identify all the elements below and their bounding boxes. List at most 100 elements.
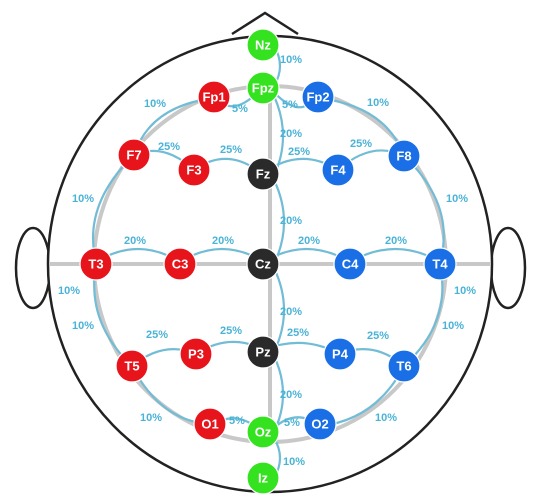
pct-fpz-fz: 20% — [280, 128, 302, 140]
electrode-fz: Fz — [246, 157, 280, 191]
electrode-nz: Nz — [246, 28, 280, 62]
pct-f3-fz: 25% — [220, 144, 242, 156]
electrode-circle — [387, 139, 421, 173]
electrode-label: O2 — [311, 417, 328, 432]
electrode-circle — [79, 247, 113, 281]
electrode-circle — [303, 407, 337, 441]
pct-c3-cz: 20% — [212, 235, 234, 247]
pct-t6-o2: 10% — [375, 412, 397, 424]
electrode-label: Cz — [255, 257, 271, 272]
electrode-label: T6 — [396, 359, 411, 374]
pct-fz-f4: 25% — [288, 146, 310, 158]
electrode-circle — [246, 157, 280, 191]
electrode-label: Fp2 — [306, 90, 329, 105]
electrode-circle — [333, 247, 367, 281]
electrode-f8: F8 — [387, 139, 421, 173]
pct-fp1-fpz: 5% — [232, 103, 248, 115]
pct-t3-t5: 10% — [72, 320, 94, 332]
pct-pz-oz: 20% — [280, 389, 302, 401]
electrode-t6: T6 — [387, 349, 421, 383]
pct-o1-oz: 5% — [229, 415, 245, 427]
electrode-circle — [246, 28, 280, 62]
electrode-f7: F7 — [117, 138, 151, 172]
electrode-circle — [246, 247, 280, 281]
electrode-label: F8 — [396, 149, 411, 164]
pct-cz-c4: 20% — [298, 235, 320, 247]
percent-labels: 10% 5% 5% 10% 10% 20% 25% 25% 25% 25% 10… — [58, 54, 476, 468]
electrode-circle — [193, 407, 227, 441]
electrode-label: F7 — [126, 148, 141, 163]
pct-p4-t6: 25% — [367, 330, 389, 342]
electrode-circle — [246, 461, 280, 495]
electrode-circle — [423, 247, 457, 281]
pct-f7-t3: 10% — [72, 193, 94, 205]
electrode-label: Fz — [256, 167, 271, 182]
pct-t4-t6: 10% — [442, 320, 464, 332]
electrode-o1: O1 — [193, 407, 227, 441]
electrode-p4: P4 — [323, 337, 357, 371]
electrode-label: T5 — [124, 359, 139, 374]
electrode-fp2: Fp2 — [301, 80, 335, 114]
electrode-circle — [387, 349, 421, 383]
electrode-label: C3 — [172, 257, 189, 272]
electrode-cz: Cz — [246, 247, 280, 281]
electrode-pz: Pz — [246, 335, 280, 369]
electrode-circle — [246, 415, 280, 449]
electrode-circle — [246, 335, 280, 369]
electrode-o2: O2 — [303, 407, 337, 441]
pct-t5-o1: 10% — [140, 412, 162, 424]
pct-fz-cz: 20% — [280, 215, 302, 227]
electrode-circle — [301, 80, 335, 114]
electrode-label: T4 — [432, 257, 448, 272]
electrode-c3: C3 — [163, 247, 197, 281]
nose — [231, 11, 299, 36]
electrode-label: Fp1 — [202, 90, 225, 105]
pct-fp1-f7: 10% — [144, 98, 166, 110]
pct-fp2-f8: 10% — [367, 97, 389, 109]
electrode-label: Iz — [258, 471, 269, 486]
electrode-circle — [323, 337, 357, 371]
pct-fpz-fp2: 5% — [282, 99, 298, 111]
electrode-label: P3 — [188, 347, 204, 362]
electrode-label: F3 — [186, 163, 201, 178]
electrode-fpz: Fpz — [246, 71, 280, 105]
electrode-t5: T5 — [115, 349, 149, 383]
pct-t3-c3: 20% — [124, 235, 146, 247]
electrode-p3: P3 — [179, 337, 213, 371]
pct-c4-t4: 20% — [385, 235, 407, 247]
electrode-label: Oz — [255, 425, 272, 440]
electrode-circle — [321, 153, 355, 187]
electrode-f4: F4 — [321, 153, 355, 187]
pct-t5-p3: 25% — [146, 329, 168, 341]
electrode-fp1: Fp1 — [197, 80, 231, 114]
pct-f7-f3: 25% — [158, 141, 180, 153]
electrode-t4: T4 — [423, 247, 457, 281]
electrode-label: C4 — [342, 257, 359, 272]
pct-left-preauricular: 10% — [58, 285, 80, 297]
arc-cz-pz — [273, 267, 286, 353]
electrode-label: Pz — [255, 345, 271, 360]
electrode-label: F4 — [330, 163, 346, 178]
electrode-circle — [115, 349, 149, 383]
pct-cz-pz: 20% — [280, 306, 302, 318]
pct-f4-f8: 25% — [350, 138, 372, 150]
electrode-circle — [163, 247, 197, 281]
electrode-label: P4 — [332, 347, 349, 362]
electrode-f3: F3 — [177, 153, 211, 187]
left-ear — [14, 226, 52, 310]
electrode-circle — [246, 71, 280, 105]
pct-oz-o2: 5% — [284, 417, 300, 429]
electrode-circle — [117, 138, 151, 172]
electrode-circle — [177, 153, 211, 187]
electrode-circle — [179, 337, 213, 371]
electrode-label: O1 — [201, 417, 218, 432]
electrode-label: Fpz — [252, 81, 275, 96]
electrode-c4: C4 — [333, 247, 367, 281]
pct-pz-p4: 25% — [287, 327, 309, 339]
electrode-t3: T3 — [79, 247, 113, 281]
pct-f8-t4: 10% — [446, 193, 468, 205]
electrode-oz: Oz — [246, 415, 280, 449]
pct-p3-pz: 25% — [220, 325, 242, 337]
electrode-circle — [197, 80, 231, 114]
